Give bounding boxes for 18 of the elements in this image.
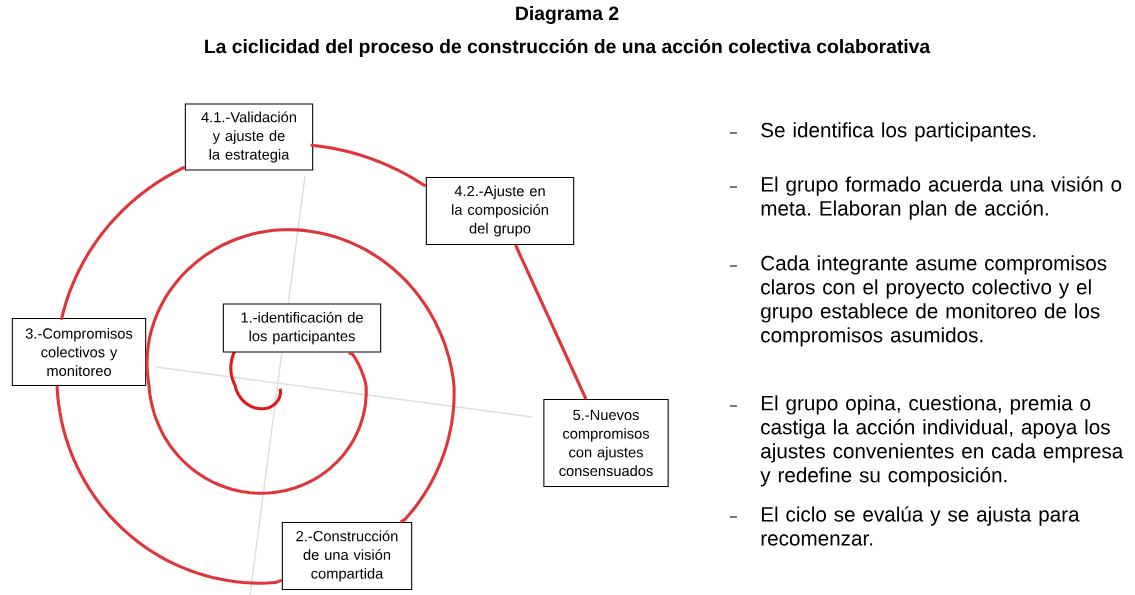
step-box: 5.-Nuevos compromisos con ajustes consensuados: [543, 399, 669, 487]
step-box: 2.-Construcción de una visión compartida: [281, 522, 413, 590]
spiral-line: [55, 385, 283, 585]
list-item: El grupo opina, cuestiona, premia o castiga la acción individual, apoya los ajustes convenientes en cada empresa y redefine su composición.: [760, 395, 1124, 487]
list-item: El grupo formado acuerda una visión o meta. Elaboran plan de acción.: [761, 176, 1122, 220]
diagram-subtitle: La ciclicidad del proceso de construcción de una acción colectiva colaborativa: [205, 38, 931, 58]
list-item: El ciclo se evalúa y se ajusta para recomenzar.: [761, 506, 1080, 546]
step-box: 4.1.-Validación y ajuste de la estrategia: [184, 103, 314, 171]
step-box: 3.-Compromisos colectivos y monitoreo: [11, 318, 147, 386]
spiral-line: [514, 244, 588, 400]
list-item: Cada integrante asume compromisos claros con el proyecto colectivo y el grupo establece de monitoreo de los compromisos asumidos.: [761, 255, 1107, 347]
diagram-title: Diagrama 2: [516, 5, 619, 25]
step-box: 1.-identificación de los participantes: [222, 303, 382, 353]
step-box: 4.2.-Ajuste en la composición del grupo: [425, 177, 575, 245]
list-item: Se identifica los participantes.: [761, 122, 1036, 142]
spiral-line: [310, 143, 427, 188]
spiral-line: [145, 228, 456, 524]
spiral-line: [60, 165, 186, 321]
